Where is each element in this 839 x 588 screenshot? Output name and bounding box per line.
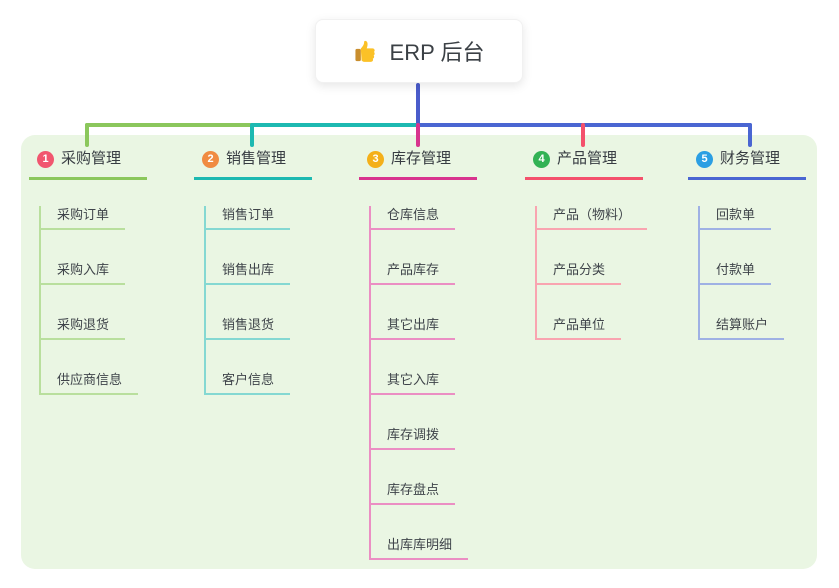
branch-3: 3 库存管理仓库信息产品库存其它出库其它入库库存调拨库存盘点出库库明细: [359, 149, 477, 560]
branch-header[interactable]: 4 产品管理: [525, 149, 643, 180]
child-node[interactable]: 产品库存: [371, 261, 456, 285]
branch-title: 财务管理: [720, 150, 781, 167]
branch-number-badge: 1: [37, 150, 54, 168]
child-node[interactable]: 销售退货: [206, 316, 291, 340]
child-node[interactable]: 出库库明细: [371, 536, 469, 560]
root-connector-line: [416, 83, 420, 127]
child-node[interactable]: 库存盘点: [371, 481, 456, 505]
branch-children: 采购订单采购入库采购退货供应商信息: [39, 206, 139, 395]
child-node[interactable]: 回款单: [700, 206, 772, 230]
child-node[interactable]: 产品（物料）: [537, 206, 648, 230]
branch-number-badge: 5: [696, 150, 713, 168]
child-node[interactable]: 其它入库: [371, 371, 456, 395]
child-node[interactable]: 销售出库: [206, 261, 291, 285]
branch-header[interactable]: 1 采购管理: [29, 149, 147, 180]
branch-children: 产品（物料） 产品分类产品单位: [535, 206, 648, 340]
child-node[interactable]: 结算账户: [700, 316, 785, 340]
branch-title: 销售管理: [226, 150, 287, 167]
child-node[interactable]: 库存调拨: [371, 426, 456, 450]
branch-children: 仓库信息产品库存其它出库其它入库库存调拨库存盘点出库库明细: [369, 206, 469, 560]
branch-header[interactable]: 2 销售管理: [194, 149, 312, 180]
branch-drop-line: [581, 123, 585, 147]
branch-title: 库存管理: [391, 150, 452, 167]
child-node[interactable]: 产品分类: [537, 261, 622, 285]
child-node[interactable]: 客户信息: [206, 371, 291, 395]
branch-2: 2 销售管理销售订单销售出库销售退货客户信息: [194, 149, 312, 395]
bus-line-segment: [250, 123, 418, 127]
branch-children: 回款单付款单结算账户: [698, 206, 785, 340]
child-node[interactable]: 付款单: [700, 261, 772, 285]
root-node[interactable]: ERP 后台: [315, 19, 523, 83]
branch-drop-line: [85, 123, 89, 147]
child-node[interactable]: 采购退货: [41, 316, 126, 340]
child-node[interactable]: 采购入库: [41, 261, 126, 285]
child-node[interactable]: 产品单位: [537, 316, 622, 340]
branch-drop-line: [748, 123, 752, 147]
branch-title: 采购管理: [61, 150, 122, 167]
thumbs-up-icon: [354, 38, 380, 64]
bus-line-segment: [85, 123, 252, 127]
child-node[interactable]: 仓库信息: [371, 206, 456, 230]
branch-drop-line: [250, 123, 254, 147]
branch-number-badge: 4: [533, 150, 550, 168]
branch-4: 4 产品管理产品（物料） 产品分类产品单位: [525, 149, 648, 340]
branch-5: 5 财务管理回款单付款单结算账户: [688, 149, 806, 340]
branch-title: 产品管理: [557, 150, 618, 167]
child-node[interactable]: 销售订单: [206, 206, 291, 230]
branch-number-badge: 3: [367, 150, 384, 168]
child-node[interactable]: 供应商信息: [41, 371, 139, 395]
root-title: ERP 后台: [389, 40, 485, 65]
branch-drop-line: [416, 123, 420, 147]
branches-panel: [21, 135, 817, 569]
branch-header[interactable]: 5 财务管理: [688, 149, 806, 180]
child-node[interactable]: 采购订单: [41, 206, 126, 230]
branch-header[interactable]: 3 库存管理: [359, 149, 477, 180]
child-node[interactable]: 其它出库: [371, 316, 456, 340]
branch-children: 销售订单销售出库销售退货客户信息: [204, 206, 291, 395]
branch-number-badge: 2: [202, 150, 219, 168]
branch-1: 1 采购管理采购订单采购入库采购退货供应商信息: [29, 149, 147, 395]
